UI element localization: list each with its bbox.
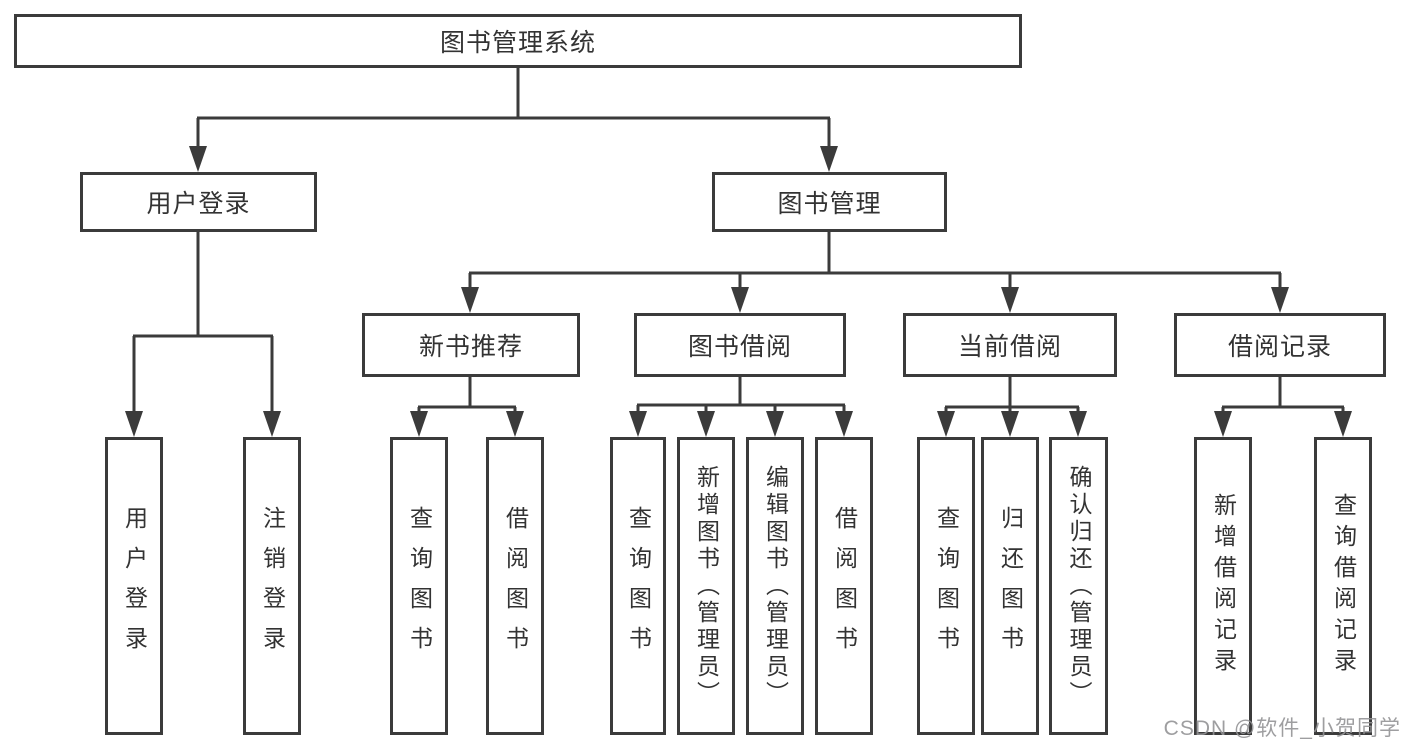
node-label: 用户登录 [121, 506, 148, 666]
node-label: 图书管理系统 [439, 29, 596, 57]
leaf-add-borrow-record: 新增借阅记录 [1194, 437, 1252, 735]
arrowhead [410, 411, 428, 437]
node-new-book-recommend: 新书推荐 [362, 313, 580, 377]
node-borrow-records: 借阅记录 [1174, 313, 1386, 377]
connector-book-borrow-children [629, 377, 853, 437]
arrowhead [189, 146, 207, 172]
arrowhead [937, 411, 955, 437]
node-label: 注销登录 [259, 506, 286, 666]
arrowhead [1069, 411, 1087, 437]
node-label: 新增借阅记录 [1210, 493, 1237, 679]
arrowhead [835, 411, 853, 437]
arrowhead [1001, 287, 1019, 313]
arrowhead [697, 411, 715, 437]
node-label: 查询借阅记录 [1330, 493, 1357, 679]
node-book-management: 图书管理 [712, 172, 947, 232]
node-label: 新书推荐 [418, 333, 523, 361]
connector-root-to-level2 [189, 66, 838, 172]
leaf-query-books-recommend: 查询图书 [390, 437, 448, 735]
node-label: 新增图书（管理员） [693, 464, 720, 708]
arrowhead [1271, 287, 1289, 313]
leaf-borrow-books-recommend: 借阅图书 [486, 437, 544, 735]
node-label: 当前借阅 [957, 333, 1062, 361]
leaf-add-books-admin: 新增图书（管理员） [677, 437, 735, 735]
arrowhead [125, 411, 143, 437]
node-label: 编辑图书（管理员） [762, 464, 789, 708]
arrowhead [629, 411, 647, 437]
arrowhead [1214, 411, 1232, 437]
node-label: 用户登录 [146, 190, 251, 218]
node-user-login: 用户登录 [80, 172, 317, 232]
node-current-borrow: 当前借阅 [903, 313, 1117, 377]
leaf-query-borrow-record: 查询借阅记录 [1314, 437, 1372, 735]
connector-user-login-children [125, 232, 281, 437]
node-label: 图书管理 [777, 190, 882, 218]
node-label: 借阅图书 [502, 506, 529, 666]
node-label: 图书借阅 [687, 333, 792, 361]
arrowhead [461, 287, 479, 313]
leaf-borrow-books: 借阅图书 [815, 437, 873, 735]
node-book-borrow: 图书借阅 [634, 313, 846, 377]
arrowhead [1334, 411, 1352, 437]
arrowhead [506, 411, 524, 437]
node-label: 查询图书 [933, 506, 960, 666]
arrowhead [1001, 411, 1019, 437]
node-label: 确认归还（管理员） [1066, 464, 1092, 708]
leaf-query-books-borrow: 查询图书 [610, 437, 666, 735]
arrowhead [731, 287, 749, 313]
arrowhead [263, 411, 281, 437]
leaf-query-books-current: 查询图书 [917, 437, 975, 735]
node-root-system: 图书管理系统 [14, 14, 1022, 68]
connector-new-book-children [410, 377, 524, 437]
leaf-edit-books-admin: 编辑图书（管理员） [746, 437, 804, 735]
leaf-logout: 注销登录 [243, 437, 301, 735]
node-label: 归还图书 [997, 506, 1024, 666]
connector-book-management-to-level3 [461, 232, 1289, 313]
leaf-confirm-return-admin: 确认归还（管理员） [1049, 437, 1108, 735]
connector-borrow-records-children [1214, 377, 1352, 437]
arrowhead [820, 146, 838, 172]
csdn-watermark: CSDN @软件_小贺同学 [1163, 717, 1401, 740]
node-label: 查询图书 [625, 506, 652, 666]
leaf-return-books: 归还图书 [981, 437, 1039, 735]
node-label: 借阅记录 [1227, 333, 1332, 361]
node-label: 借阅图书 [831, 506, 858, 666]
arrowhead [766, 411, 784, 437]
leaf-user-login: 用户登录 [105, 437, 163, 735]
connector-current-borrow-children [937, 377, 1087, 437]
node-label: 查询图书 [406, 506, 433, 666]
